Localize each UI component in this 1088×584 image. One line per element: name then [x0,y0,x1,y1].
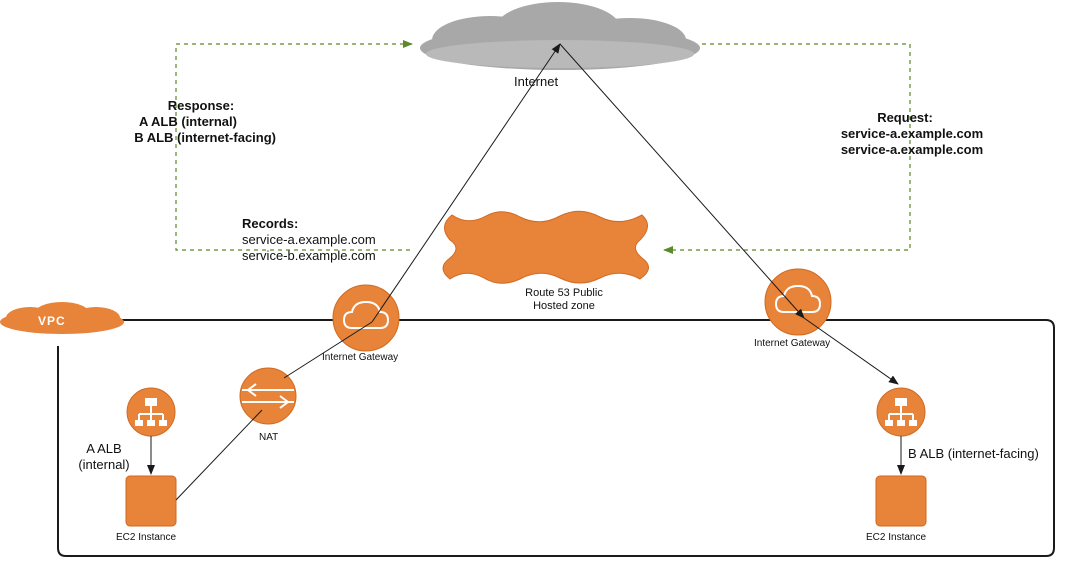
alb-b-label: B ALB (internet-facing) [908,446,1039,461]
dns-flow-lines [175,40,911,254]
request-flow-line [663,43,911,254]
records-line-1: service-a.example.com [242,232,376,247]
vpc-label: VPC [38,314,66,328]
ec2-to-nat-line [175,409,263,501]
ec2-instance-right-icon [875,475,927,527]
internet-gateway-left [332,284,400,352]
internet-gateway-right-label: Internet Gateway [754,338,831,349]
records-title: Records: [242,216,299,231]
response-title: Response: [167,98,235,113]
internet-gateway-left-label: Internet Gateway [322,352,399,363]
cloud-icon [420,2,700,70]
request-line-1: service-a.example.com [840,126,984,141]
request-line-2: service-a.example.com [840,142,984,157]
igw-to-internet-line [371,43,561,323]
vpc-cloud-icon [0,302,124,334]
route53-icon [442,210,649,284]
nat-to-igw-line [283,321,373,379]
internet-gateway-right [764,268,832,336]
ec2-instance-left-label: EC2 Instance [116,532,177,543]
internet-to-igw-line [559,43,805,319]
records-block: Records: service-a.example.com service-b… [242,216,376,264]
ec2-instance-right-label: EC2 Instance [866,532,927,543]
route53-label: Route 53 Public Hosted zone [494,287,634,313]
igw-to-alb-b-line [803,317,899,385]
alb-a-line-1: A ALB [86,441,122,456]
response-flow-line [175,40,413,251]
traffic-lines [147,43,905,501]
records-line-2: service-b.example.com [242,248,376,263]
alb-a-label: A ALB (internal) [76,441,132,473]
alb-b-load-balancer-icon [876,387,926,437]
nat-label: NAT [259,432,279,443]
ec2-instance-left-icon [125,475,177,527]
route53-line-2: Hosted zone [533,300,595,312]
response-line-2: B ALB (internet-facing) [134,130,276,145]
request-title: Request: [877,110,933,125]
response-line-1: A ALB (internal) [139,114,237,129]
internet-label: Internet [514,74,559,89]
alb-a-load-balancer-icon [126,387,176,437]
response-block: Response: A ALB (internal) B ALB (intern… [86,98,276,146]
request-block: Request: service-a.example.com service-a… [828,110,996,158]
nat-router-icon [239,367,297,425]
vpc-boundary [57,319,1055,557]
alb-a-line-2: (internal) [78,457,130,472]
route53-line-1: Route 53 Public [525,287,603,299]
